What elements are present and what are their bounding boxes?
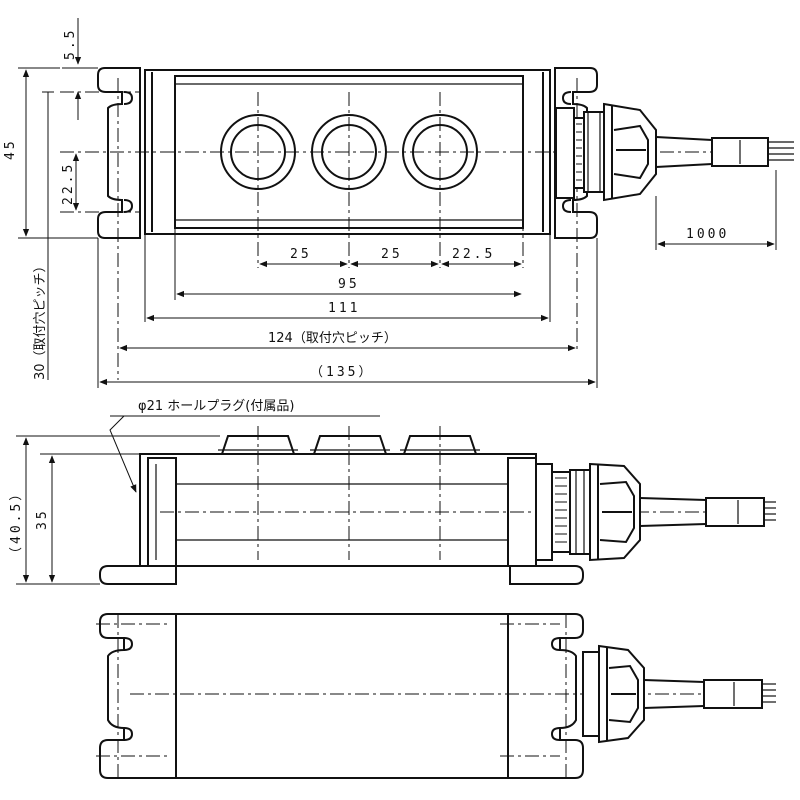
dim-span-95: 95 [338,277,360,292]
side-view: φ21 ホールプラグ(付属品) （40.5） 35 [9,399,776,585]
side-button-2 [312,435,388,455]
dim-pitch-2: 25 [381,247,403,262]
cable-bottom [643,679,776,709]
dim-height-45: 45 [3,138,18,160]
dim-side-total: （40.5） [9,485,24,560]
note-hole-plug: φ21 ホールプラグ(付属品) [138,399,294,414]
dim-pitch-1: 25 [290,247,312,262]
dim-side-body: 35 [35,508,50,530]
dim-height-22-5: 22.5 [61,162,76,205]
dim-pitch-vertical: 30（取付穴ピッチ） [33,259,48,380]
dim-top-offset: 5.5 [63,28,78,60]
side-left-flange [99,565,177,585]
dim-cable-length: 1000 [686,227,729,242]
top-view: 5.5 45 22.5 30（取付穴ピッチ） 25 25 22.5 95 111… [3,18,794,388]
dim-span-124: 124（取付穴ピッチ） [268,331,397,346]
dim-pitch-3: 22.5 [452,247,495,262]
cable-gland-bottom [582,644,645,744]
cable-gland-top [555,102,657,202]
side-right-flange [509,565,584,585]
dim-span-135: （135） [310,365,374,380]
body-side [139,453,537,567]
cable-side [639,497,776,527]
bottom-view [96,613,776,780]
dim-span-111: 111 [328,301,360,316]
left-flange [97,67,141,239]
cable-top [655,136,794,168]
cable-gland-side [535,462,641,562]
bottom-body [99,613,584,779]
